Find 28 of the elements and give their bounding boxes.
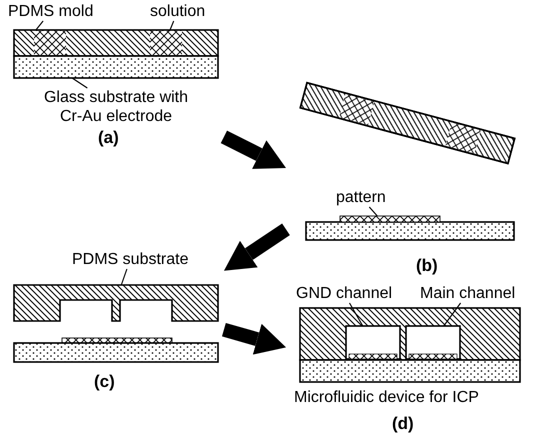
arrow	[220, 130, 286, 169]
panel-label: (a)	[98, 128, 119, 148]
panel-label: (c)	[94, 372, 115, 392]
part-label: GND channel	[296, 284, 392, 303]
substrate-layer	[13, 55, 219, 79]
leader-line	[120, 268, 128, 286]
solution-region	[150, 31, 182, 55]
arrow	[222, 322, 286, 355]
part-label: solution	[150, 2, 206, 21]
mold-layer	[13, 284, 219, 322]
pattern-layer	[340, 216, 440, 222]
caption-text: Microfluidic device for ICP	[294, 388, 479, 407]
channel-chamber	[405, 325, 461, 360]
arrow	[224, 223, 290, 271]
solution-region	[34, 31, 66, 55]
part-label: PDMS substrate	[72, 250, 188, 269]
part-label: PDMS mold	[8, 2, 94, 21]
part-label: Glass substrate with Cr-Au electrode	[36, 88, 196, 126]
leader-line	[72, 78, 88, 88]
panel-label: (b)	[416, 256, 438, 276]
part-label: pattern	[336, 188, 386, 207]
channel-chamber	[345, 325, 401, 360]
leader-line	[368, 206, 378, 216]
mold-layer	[13, 29, 219, 57]
part-label: Main channel	[420, 284, 516, 303]
panel-label: (d)	[392, 414, 414, 434]
leader-line	[169, 20, 174, 32]
leader-line	[35, 20, 44, 30]
